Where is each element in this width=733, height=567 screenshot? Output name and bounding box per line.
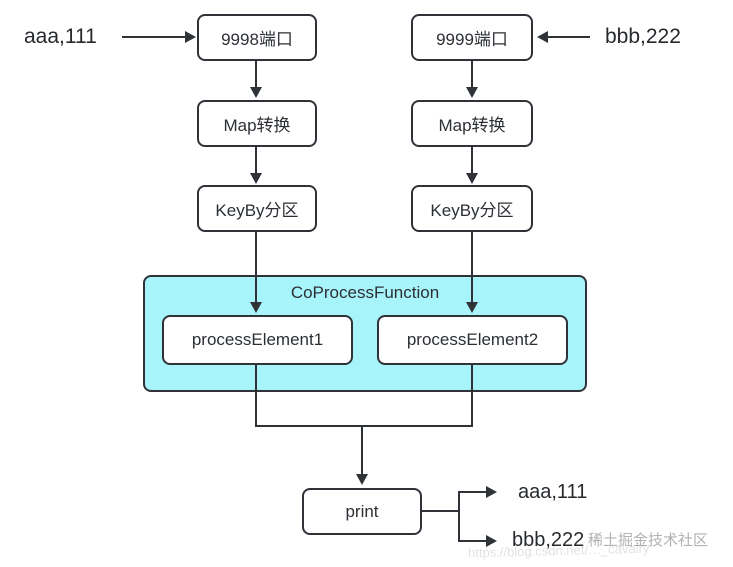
arrowhead-map-keyby-left-icon xyxy=(250,173,262,184)
connector-keyby-pe1 xyxy=(255,232,257,303)
arrowhead-port-map-left-icon xyxy=(250,87,262,98)
watermark-text: 稀土掘金技术社区 xyxy=(588,532,709,549)
arrowhead-output-bottom-icon xyxy=(486,535,497,547)
connector-port-map-right xyxy=(471,61,473,88)
connector-branch-top xyxy=(458,491,487,493)
arrowhead-keyby-pe1-icon xyxy=(250,302,262,313)
output-label-top: aaa,111 xyxy=(518,481,588,503)
node-process-element-2: processElement2 xyxy=(377,315,568,365)
node-print: print xyxy=(302,488,422,535)
arrowhead-port-map-right-icon xyxy=(466,87,478,98)
connector-keyby-pe2 xyxy=(471,232,473,303)
node-keyby-right: KeyBy分区 xyxy=(411,185,533,232)
node-map-right: Map转换 xyxy=(411,100,533,147)
connector-merge-horizontal xyxy=(255,425,473,427)
node-map-left: Map转换 xyxy=(197,100,317,147)
connector-port-map-left xyxy=(255,61,257,88)
connector-map-keyby-right xyxy=(471,147,473,174)
connector-merge-print xyxy=(361,425,363,475)
output-label-bottom: bbb,222 xyxy=(512,529,585,551)
coprocess-function-title: CoProcessFunction xyxy=(290,283,440,302)
arrowhead-merge-print-icon xyxy=(356,474,368,485)
arrowhead-map-keyby-right-icon xyxy=(466,173,478,184)
arrowhead-input-left-icon xyxy=(185,31,196,43)
connector-pe2-merge xyxy=(471,365,473,427)
connector-map-keyby-left xyxy=(255,147,257,174)
connector-input-left xyxy=(122,36,186,38)
node-port-9999: 9999端口 xyxy=(411,14,533,61)
node-keyby-left: KeyBy分区 xyxy=(197,185,317,232)
connector-branch-vertical xyxy=(458,491,460,542)
node-port-9998: 9998端口 xyxy=(197,14,317,61)
node-process-element-1: processElement1 xyxy=(162,315,353,365)
input-label-left: aaa,111 xyxy=(24,25,97,48)
connector-pe1-merge xyxy=(255,365,257,427)
arrowhead-output-top-icon xyxy=(486,486,497,498)
arrowhead-keyby-pe2-icon xyxy=(466,302,478,313)
arrowhead-input-right-icon xyxy=(537,31,548,43)
connector-input-right xyxy=(548,36,590,38)
connector-branch-bottom xyxy=(458,540,487,542)
input-label-right: bbb,222 xyxy=(605,25,681,48)
connector-print-out xyxy=(422,510,460,512)
